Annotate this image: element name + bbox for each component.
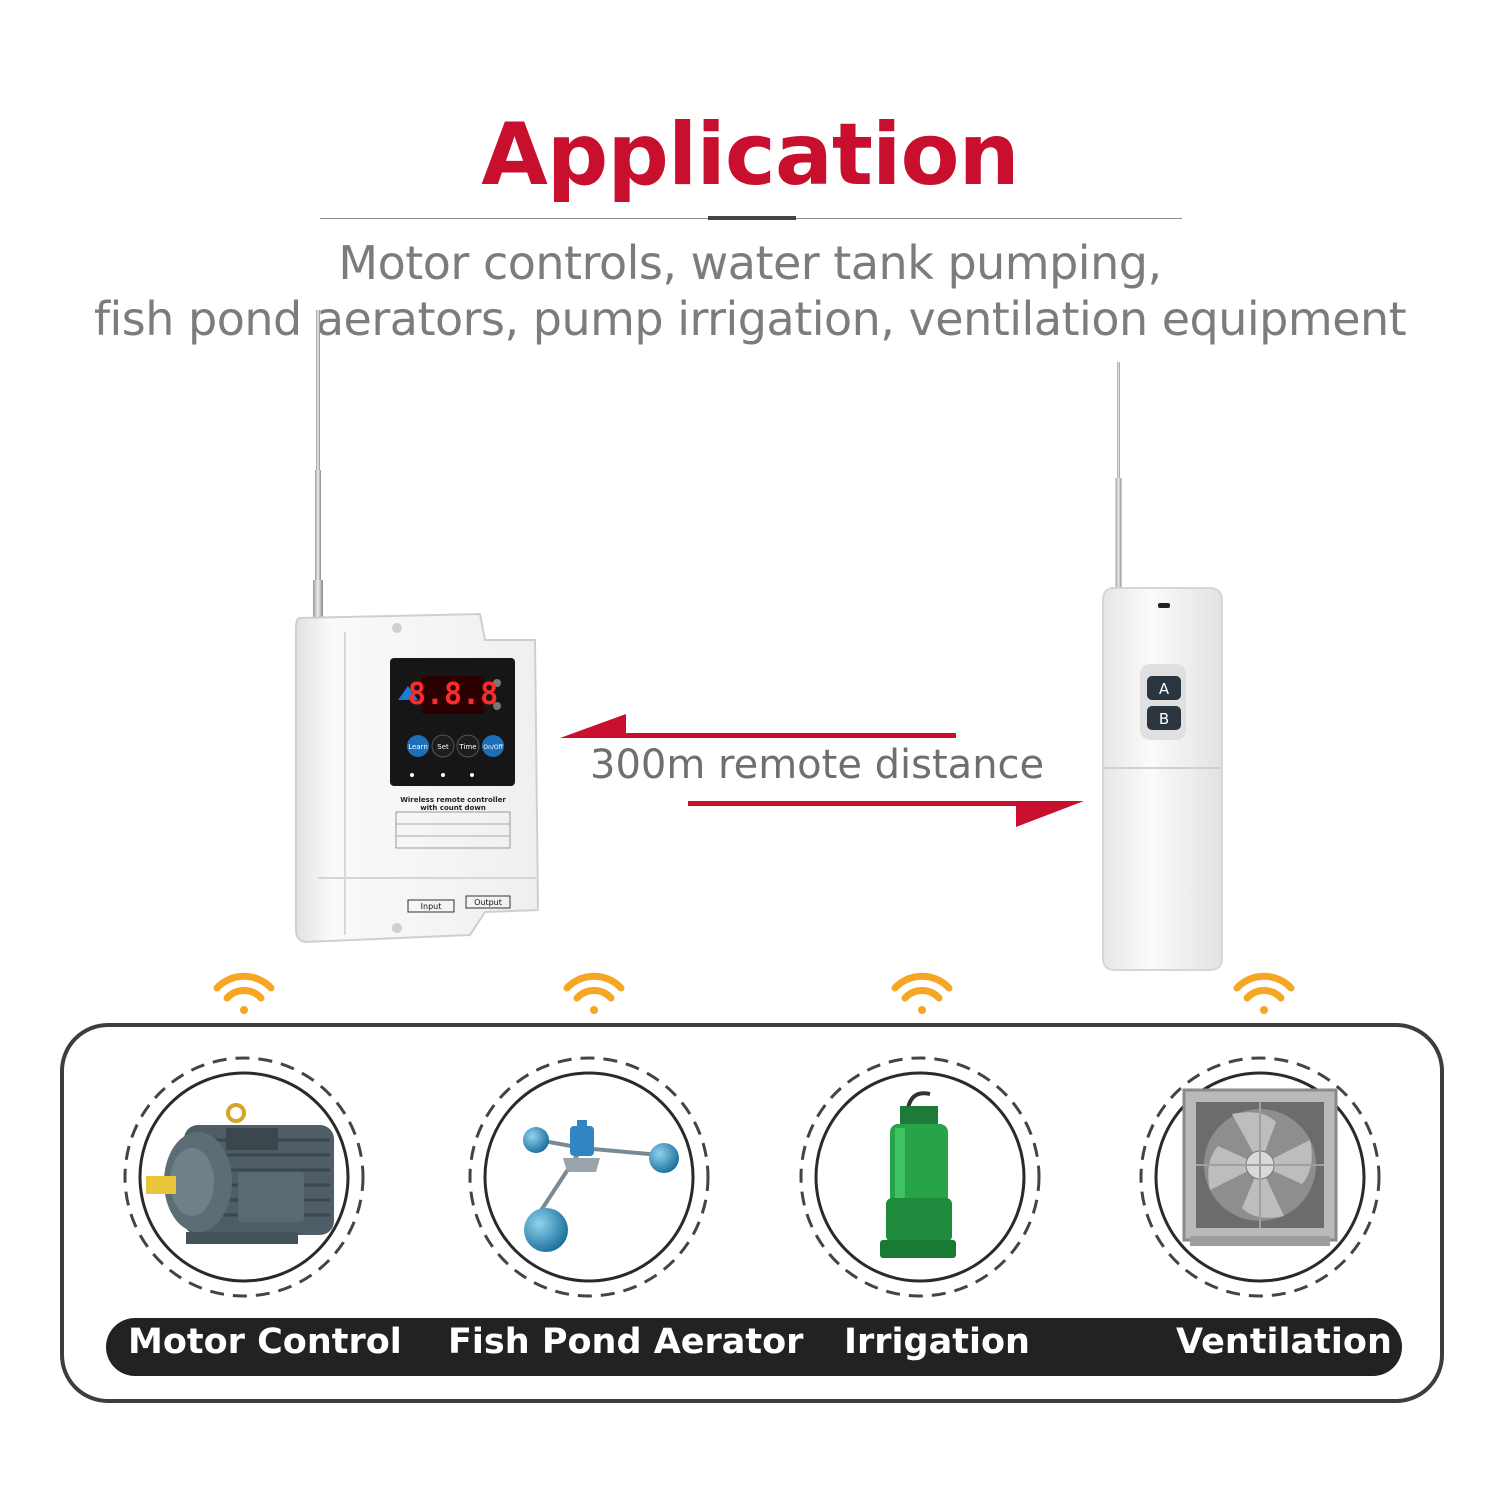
fan-icon <box>1182 1088 1338 1246</box>
subtitle-line-1: Motor controls, water tank pumping, <box>338 236 1162 290</box>
controller-terminal-input: Input <box>421 902 442 911</box>
remote-button-b <box>1147 706 1181 730</box>
application-label-aerator: Fish Pond Aerator <box>448 1322 804 1362</box>
remote-button-b-label: B <box>1159 710 1169 728</box>
motor-circle-dashed <box>123 1056 365 1298</box>
applications-label-bar <box>106 1318 1402 1376</box>
application-label-ventilation: Ventilation <box>1176 1322 1392 1362</box>
controller-box <box>295 612 540 944</box>
application-label-irrigation: Irrigation <box>844 1322 1030 1362</box>
controller-button-learn: Learn <box>408 743 428 751</box>
controller-terminal-output: Output <box>474 898 502 907</box>
controller-button-time: Time <box>458 743 476 751</box>
remote-body <box>1102 587 1223 971</box>
wifi-icon <box>563 972 625 1014</box>
controller-label-line1: Wireless remote controller <box>400 796 506 804</box>
remote-button-a <box>1147 676 1181 700</box>
fan-circle-dashed <box>1139 1056 1381 1298</box>
controller-display: 8.8.8 <box>408 677 498 712</box>
aerator-icon <box>523 1120 679 1252</box>
remote-button-a-label: A <box>1159 680 1170 698</box>
page-title: Application <box>481 105 1020 205</box>
controller-button-set: Set <box>437 743 449 751</box>
pump-icon <box>880 1091 956 1258</box>
remote-distance-label: 300m remote distance <box>590 742 1045 788</box>
aerator-circle-dashed <box>468 1056 710 1298</box>
remote-antenna <box>1115 362 1122 588</box>
subtitle-line-2: fish pond aerators, pump irrigation, ven… <box>93 292 1407 346</box>
controller-button-onoff: On/Off <box>483 744 503 751</box>
wifi-icon <box>213 972 275 1014</box>
applications-panel <box>60 1023 1444 1403</box>
arrow-to-controller <box>560 714 956 738</box>
pump-circle-dashed <box>799 1056 1041 1298</box>
application-label-motor: Motor Control <box>128 1322 402 1362</box>
wifi-icon <box>891 972 953 1014</box>
controller-label-line2: with count down <box>420 804 486 812</box>
arrow-to-remote <box>688 801 1084 827</box>
wifi-icon <box>1233 972 1295 1014</box>
motor-icon <box>146 1103 334 1244</box>
title-divider-mark <box>708 216 796 220</box>
